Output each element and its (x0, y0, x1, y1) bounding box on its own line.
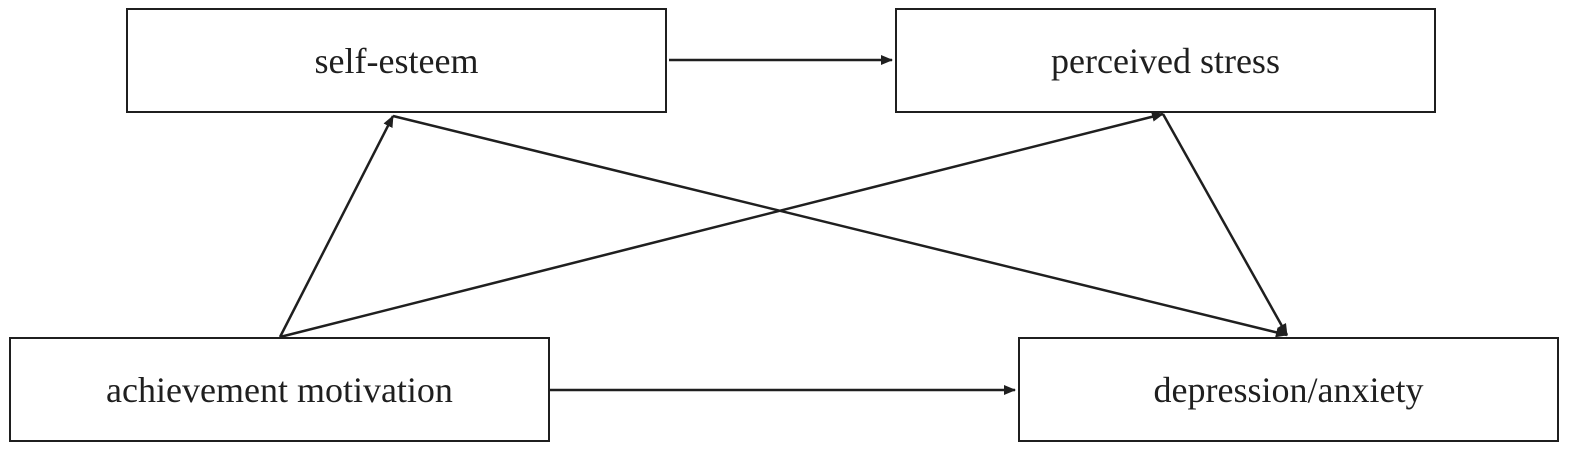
node-label-self-esteem: self-esteem (314, 40, 479, 81)
node-perceived-stress: perceived stress (895, 8, 1436, 113)
arrow-achievement-motivation-to-perceived-stress (279, 111, 1164, 339)
node-self-esteem: self-esteem (126, 8, 667, 113)
node-label-perceived-stress: perceived stress (1051, 40, 1280, 81)
arrow-achievement-motivation-to-self-esteem (278, 115, 395, 338)
node-label-depression-anxiety: depression/anxiety (1153, 369, 1424, 410)
arrow-perceived-stress-to-depression-anxiety (1161, 113, 1289, 336)
arrow-self-esteem-to-depression-anxiety (392, 114, 1288, 338)
node-label-achievement-motivation: achievement motivation (106, 369, 453, 410)
node-achievement-motivation: achievement motivation (9, 337, 550, 442)
node-depression-anxiety: depression/anxiety (1018, 337, 1559, 442)
edges (278, 55, 1289, 395)
